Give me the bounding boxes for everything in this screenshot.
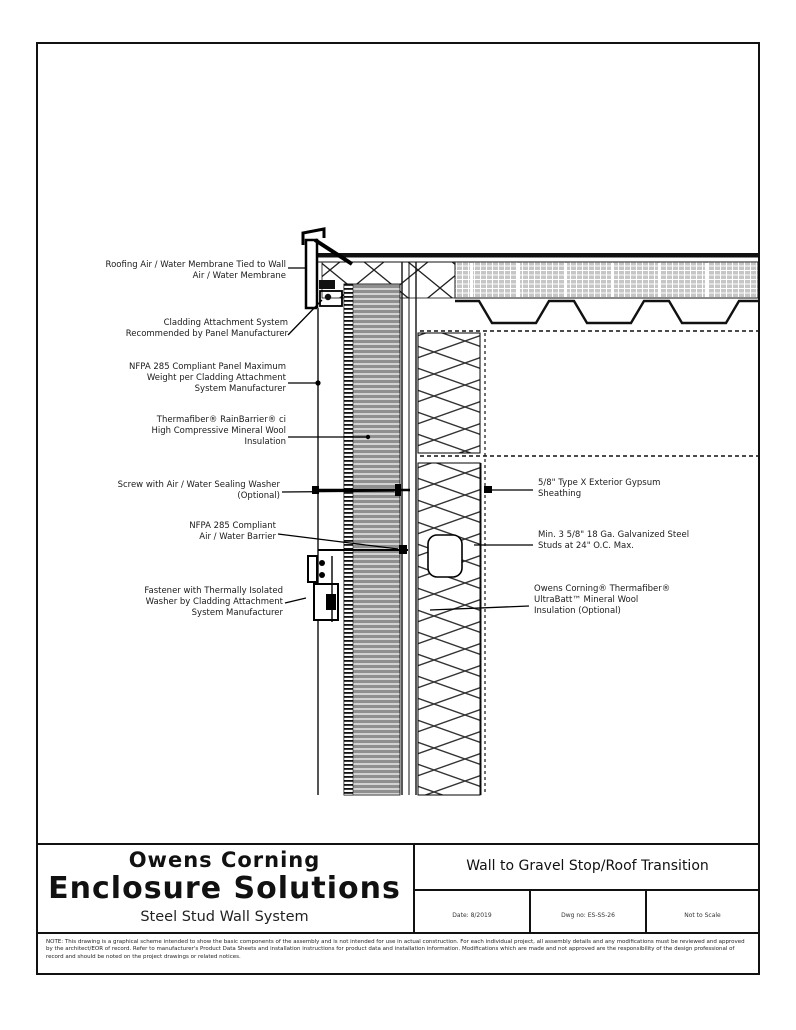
label-gypsum-sheathing: 5/8" Type X Exterior Gypsum Sheathing bbox=[538, 478, 661, 500]
scale-cell: Not to Scale bbox=[684, 912, 721, 919]
title-block-divider bbox=[413, 845, 415, 932]
air-water-barrier bbox=[401, 262, 417, 795]
label-nfpa-panel-weight: NFPA 285 Compliant Panel Maximum Weight … bbox=[129, 362, 286, 395]
title-block-cell-divider-1 bbox=[529, 891, 531, 932]
metal-deck bbox=[455, 297, 758, 325]
label-ultrabatt-insulation: Owens Corning® Thermafiber® UltraBatt™ M… bbox=[534, 584, 671, 617]
barrier-fastener bbox=[318, 545, 408, 554]
roof-membrane bbox=[318, 253, 758, 263]
label-sealing-washer-screw: Screw with Air / Water Sealing Washer (O… bbox=[117, 480, 280, 502]
stud-cavity-batt-lower bbox=[417, 462, 481, 796]
mineral-wool-insulation bbox=[343, 283, 401, 796]
label-roof-membrane-tie: Roofing Air / Water Membrane Tied to Wal… bbox=[105, 260, 286, 282]
title-block-cell-divider-2 bbox=[645, 891, 647, 932]
note-box: NOTE: This drawing is a graphical scheme… bbox=[36, 932, 760, 975]
drawing-number-cell: Dwg no: ES-SS-26 bbox=[561, 912, 615, 919]
leader-lines bbox=[277, 267, 533, 611]
label-air-water-barrier: NFPA 285 Compliant Air / Water Barrier bbox=[189, 521, 276, 543]
stud-cavity-batt-upper bbox=[417, 332, 481, 454]
title-block-hdivider bbox=[413, 889, 760, 891]
title-block: Owens Corning Enclosure Solutions Steel … bbox=[36, 843, 760, 932]
label-cladding-attachment: Cladding Attachment System Recommended b… bbox=[125, 318, 288, 340]
date-cell: Date: 8/2019 bbox=[452, 912, 492, 919]
drawing-title: Wall to Gravel Stop/Roof Transition bbox=[466, 858, 709, 874]
isolation-bracket bbox=[307, 555, 339, 622]
leader-terminators bbox=[315, 380, 492, 493]
steel-stud bbox=[427, 534, 463, 578]
gravel-stop bbox=[301, 227, 354, 310]
company-name-line1: Owens Corning bbox=[128, 848, 321, 872]
label-steel-studs: Min. 3 5/8" 18 Ga. Galvanized Steel Stud… bbox=[538, 530, 690, 552]
label-thermally-isolated-fastener: Fastener with Thermally Isolated Washer … bbox=[144, 586, 283, 619]
roof-cover-board bbox=[454, 261, 759, 299]
screw-fastener bbox=[312, 484, 410, 496]
company-name-line2: Enclosure Solutions bbox=[48, 871, 401, 906]
label-rainbarrier-insulation: Thermafiber® RainBarrier® ci High Compre… bbox=[151, 415, 286, 448]
system-name: Steel Stud Wall System bbox=[140, 909, 309, 925]
disclaimer-note: NOTE: This drawing is a graphical scheme… bbox=[46, 939, 745, 960]
